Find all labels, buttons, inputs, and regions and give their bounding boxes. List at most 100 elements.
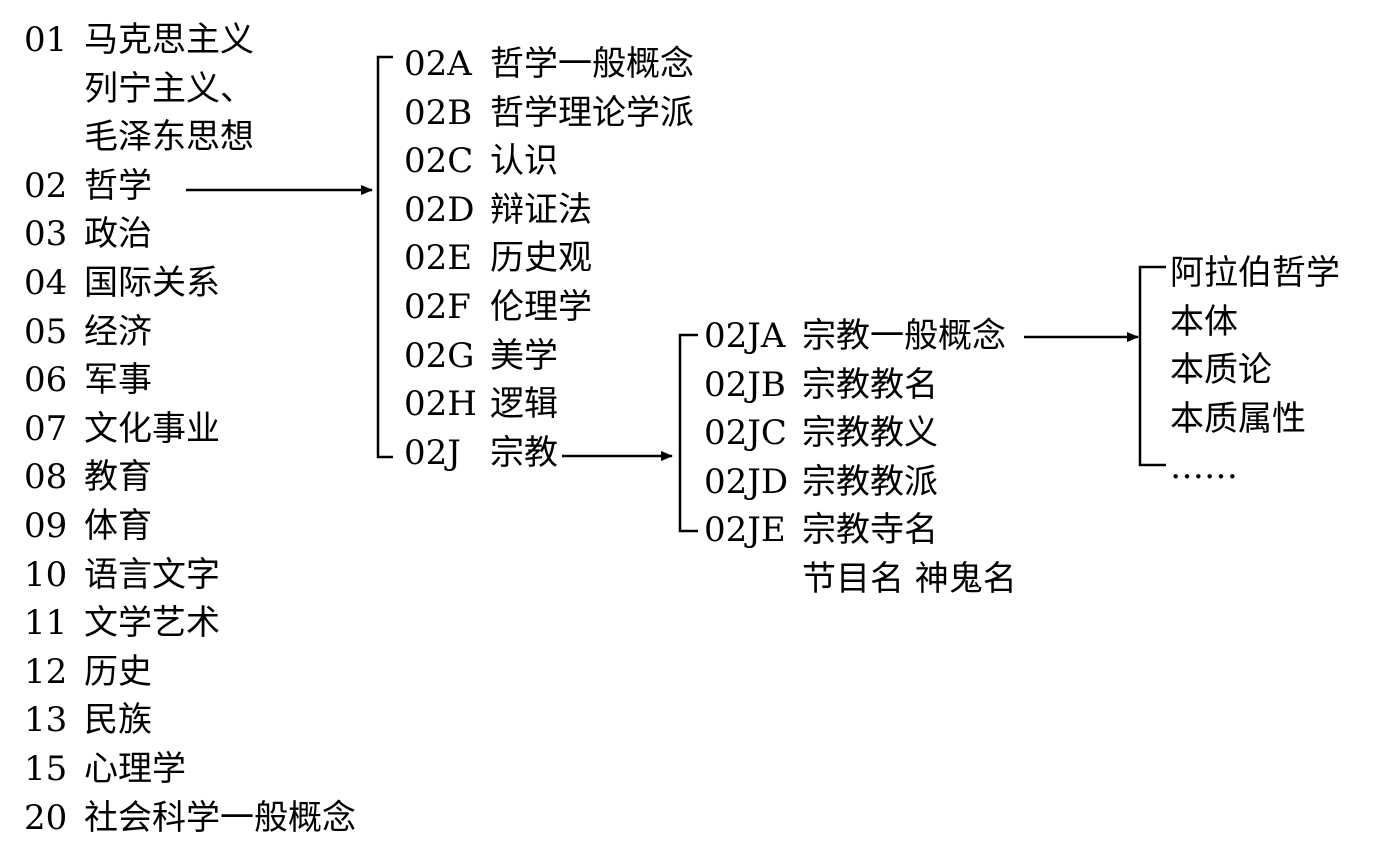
level3-node-code: 02JD — [704, 461, 789, 502]
level1-node-code: 08 — [24, 457, 68, 498]
level2-node-code: 02H — [404, 384, 477, 425]
level4-node-label: 阿拉伯哲学 — [1170, 253, 1340, 293]
level3-node-label: 节目名 神鬼名 — [802, 559, 1017, 599]
level2-node: 02B 哲学理论学派 — [404, 93, 694, 133]
level2-node-label: 伦理学 — [490, 287, 592, 327]
level1-node-code: 06 — [24, 360, 68, 401]
level1-node-label: 哲学 — [84, 165, 152, 206]
level1-node-label: 军事 — [84, 360, 152, 401]
level2-node: 02F 伦理学 — [404, 287, 592, 327]
level3-node-label: 宗教寺名 — [802, 510, 938, 551]
level1-node-code: 13 — [24, 700, 68, 741]
level1-node-label: 毛泽东思想 — [84, 117, 254, 158]
level2-node-code: 02D — [404, 189, 475, 230]
level1-node: 13 民族 — [24, 700, 152, 740]
level1-node: 05 经济 — [24, 312, 152, 352]
level4-node-label: 本质属性 — [1170, 398, 1306, 439]
level1-node-label: 语言文字 — [84, 554, 220, 595]
level1-node-label: 心理学 — [84, 749, 186, 789]
level1-node-label: 文学艺术 — [84, 603, 220, 644]
level2-node: 02H 逻辑 — [404, 384, 558, 424]
level2-node: 02D 辩证法 — [404, 190, 592, 230]
level2-node-label: 认识 — [490, 141, 558, 182]
level2-node: 02A 哲学一般概念 — [404, 44, 694, 84]
level3-node-code: 02JA — [704, 316, 786, 356]
level2-node-code: 02C — [404, 141, 474, 182]
level3-node-label: 宗教教义 — [802, 413, 938, 454]
level1-node-label: 社会科学一般概念 — [84, 797, 356, 838]
level3-node: 02JC 宗教教义 — [704, 413, 938, 453]
level4-node: 本质论 — [1170, 350, 1272, 390]
level1-node-code: 02 — [24, 165, 68, 206]
level2-node-code: 02A — [404, 44, 472, 84]
level4-node: …… — [1170, 447, 1238, 487]
level1-node-label: 历史 — [84, 651, 152, 692]
level3-node-code: 02JC — [704, 413, 787, 454]
level2-node-label: 历史观 — [490, 238, 592, 279]
level1-node: 20 社会科学一般概念 — [24, 798, 356, 838]
level2-node-code: 02J — [404, 432, 461, 473]
level1-node-code: 05 — [24, 311, 68, 352]
level1-node: 01 马克思主义 — [24, 20, 254, 60]
level1-node-code: 11 — [24, 603, 68, 644]
level1-node-code: 01 — [24, 20, 68, 60]
level2-node-label: 哲学一般概念 — [490, 44, 694, 84]
level1-node-code: 10 — [24, 554, 68, 595]
level1-node: 12 历史 — [24, 652, 152, 692]
level1-node-label: 民族 — [84, 700, 152, 741]
level3-node: 02JA 宗教一般概念 — [704, 316, 1006, 356]
level1-node-label: 经济 — [84, 311, 152, 352]
level4-node: 本质属性 — [1170, 399, 1306, 439]
level4-node-label: …… — [1170, 447, 1238, 488]
level1-node: 04 国际关系 — [24, 263, 220, 303]
level1-node: 毛泽东思想 — [24, 117, 254, 157]
level1-node: 列宁主义、 — [24, 69, 254, 109]
bracket-level4 — [1138, 265, 1166, 467]
level1-node-label: 政治 — [84, 214, 152, 255]
level2-node-code: 02G — [404, 335, 475, 376]
level2-node-code: 02B — [404, 92, 473, 133]
level1-node: 06 军事 — [24, 360, 152, 400]
level3-node-label: 宗教教名 — [802, 364, 938, 405]
level1-node-label: 文化事业 — [84, 408, 220, 449]
level2-node-label: 哲学理论学派 — [490, 92, 694, 133]
level1-node-code: 09 — [24, 506, 68, 546]
level1-node-code: 03 — [24, 214, 68, 255]
level1-node: 09 体育 — [24, 506, 152, 546]
level3-node-code: 02JB — [704, 364, 786, 405]
level1-node-label: 教育 — [84, 457, 152, 498]
level4-node: 本体 — [1170, 302, 1238, 342]
level4-node: 阿拉伯哲学 — [1170, 253, 1340, 293]
level1-node-code: 04 — [24, 263, 68, 303]
level1-node-label: 列宁主义、 — [84, 68, 254, 109]
bracket-level3 — [678, 333, 698, 533]
level3-node-code: 02JE — [704, 510, 786, 551]
level3-node: 节目名 神鬼名 — [704, 559, 1017, 599]
level1-node-code: 15 — [24, 749, 68, 789]
level2-node-code: 02F — [404, 287, 471, 327]
level1-node: 03 政治 — [24, 214, 152, 254]
level2-node-label: 逻辑 — [490, 384, 558, 425]
level1-node-code: 12 — [24, 651, 68, 692]
level1-node-label: 国际关系 — [84, 263, 220, 303]
level2-node-code: 02E — [404, 238, 473, 279]
level2-node: 02E 历史观 — [404, 238, 592, 278]
level3-node: 02JB 宗教教名 — [704, 365, 938, 405]
bracket-level2 — [376, 55, 393, 459]
level3-node: 02JE 宗教寺名 — [704, 510, 938, 550]
level3-node-label: 宗教一般概念 — [802, 316, 1006, 356]
level1-node: 02 哲学 — [24, 166, 152, 206]
level2-node-label: 辩证法 — [490, 189, 592, 230]
level1-node-label: 体育 — [84, 506, 152, 546]
level1-node-code: 20 — [24, 797, 68, 838]
level1-node-label: 马克思主义 — [84, 20, 254, 60]
level1-node: 08 教育 — [24, 457, 152, 497]
level1-node: 11 文学艺术 — [24, 603, 220, 643]
level1-node: 10 语言文字 — [24, 555, 220, 595]
